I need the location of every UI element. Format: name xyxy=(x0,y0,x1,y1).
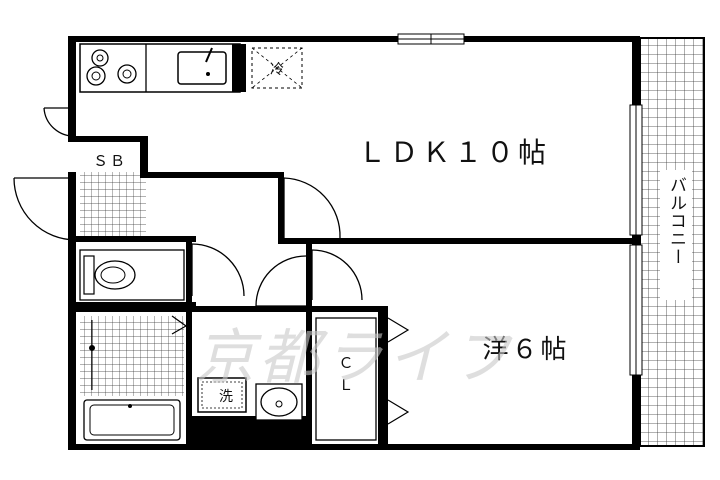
balcony-windows xyxy=(629,104,643,376)
sb-label: ＳＢ xyxy=(93,152,127,170)
left-small-door xyxy=(43,107,77,137)
closet-label-l: Ｌ xyxy=(338,376,353,394)
washroom-floor-strip xyxy=(192,416,306,444)
balcony: バルコニー xyxy=(639,37,705,447)
top-window xyxy=(397,33,465,45)
closet-label-c: Ｃ xyxy=(338,354,353,372)
washing-machine: 洗 xyxy=(197,377,247,413)
closet: Ｃ ＣＬ Ｌ xyxy=(315,317,410,441)
interior-walls xyxy=(68,136,636,446)
bathroom xyxy=(83,315,188,441)
fridge-label: 冷 xyxy=(270,62,284,78)
washroom-door xyxy=(255,255,307,307)
shoe-box: ＳＢ xyxy=(80,146,138,172)
western-room-label: 洋６帖 xyxy=(482,335,569,365)
ldk-door xyxy=(283,177,341,239)
toilet xyxy=(79,249,185,301)
balcony-label: バルコニー xyxy=(666,176,686,266)
washer-label: 洗 xyxy=(219,389,233,405)
fridge: 冷 xyxy=(251,47,303,89)
ldk-label: ＬＤＫ１０帖 xyxy=(358,136,550,169)
western-door xyxy=(311,249,363,301)
bathroom-floor xyxy=(80,316,184,396)
kitchen-counter xyxy=(79,43,246,93)
toilet-door xyxy=(191,243,245,297)
entrance-floor xyxy=(80,172,146,236)
wash-basin xyxy=(255,383,303,421)
entrance-door xyxy=(13,177,77,241)
watermark: 京都ライフ xyxy=(195,323,515,393)
